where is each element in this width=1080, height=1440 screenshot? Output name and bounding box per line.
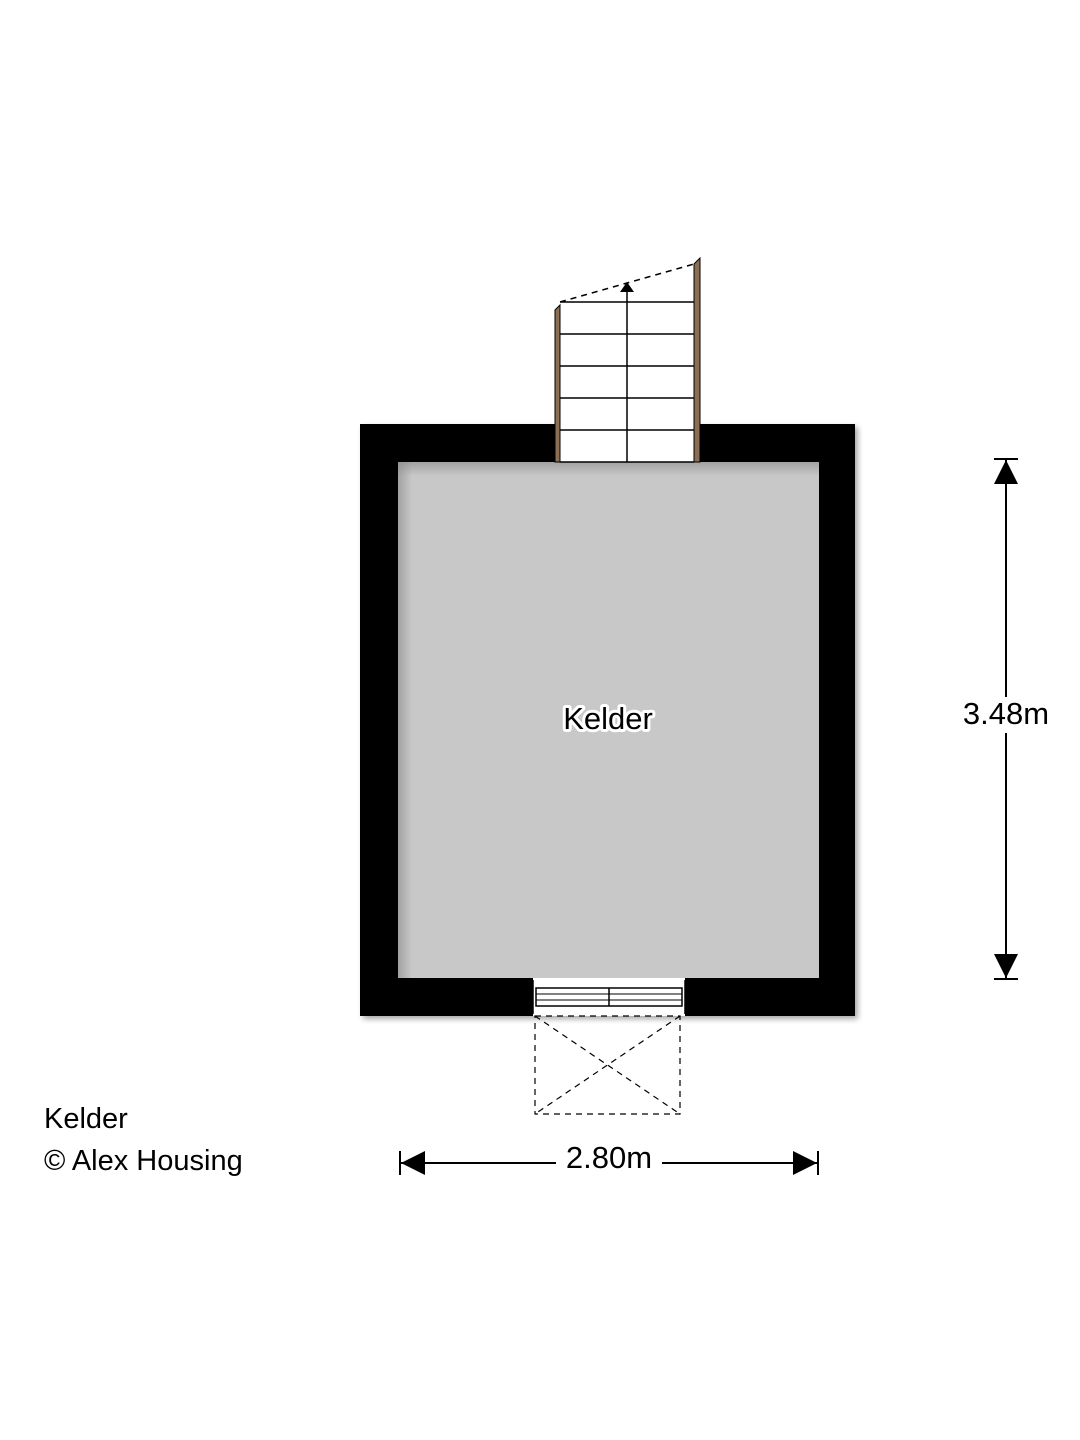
room-label: Kelder — [563, 701, 653, 736]
arrow-up-icon — [994, 460, 1018, 484]
stair-rail-left — [554, 303, 561, 463]
width-label: 2.80m — [566, 1140, 652, 1175]
floor-shade-top — [398, 462, 819, 476]
width-dimension — [399, 1151, 819, 1175]
arrow-down-icon — [994, 954, 1018, 978]
copyright-text: © Alex Housing — [44, 1145, 243, 1177]
arrow-right-icon — [793, 1151, 817, 1175]
floor-shade-left — [398, 462, 412, 978]
door-landing — [534, 1015, 681, 1115]
staircase — [554, 256, 701, 463]
door — [532, 978, 686, 1016]
height-dimension — [994, 458, 1018, 980]
stair-rail-right — [693, 256, 701, 463]
stair-arrow-icon — [620, 282, 634, 292]
arrow-left-icon — [401, 1151, 425, 1175]
room-floor — [398, 462, 819, 978]
height-label: 3.48m — [963, 696, 1049, 731]
plan-caption: Kelder © Alex Housing — [44, 1098, 243, 1182]
floor-name: Kelder — [44, 1103, 128, 1135]
